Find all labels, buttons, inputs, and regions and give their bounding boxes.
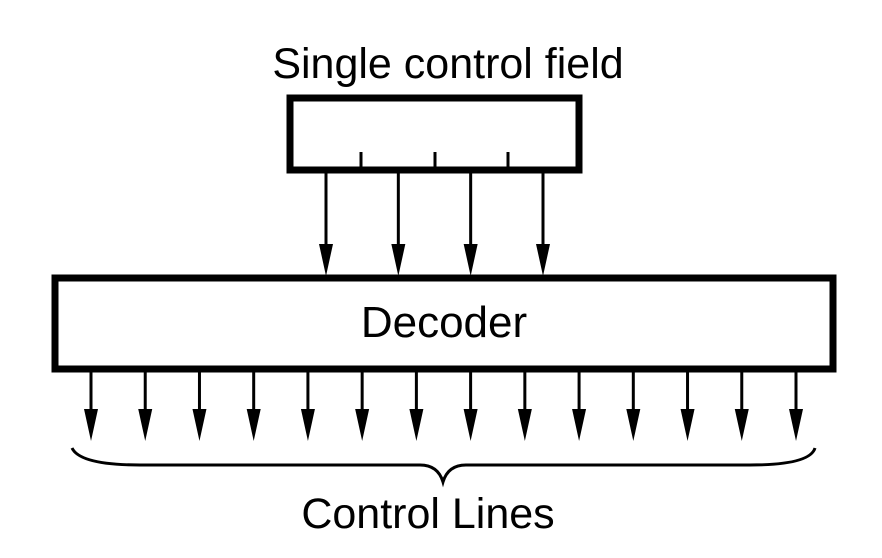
field-to-decoder-arrow bbox=[463, 173, 478, 276]
arrow-head bbox=[84, 409, 98, 441]
arrow-head bbox=[355, 409, 370, 441]
control-line-arrow bbox=[355, 372, 370, 441]
field-to-decoder-arrow bbox=[391, 173, 406, 276]
control-field-box bbox=[286, 94, 583, 174]
control-lines-label: Control Lines bbox=[301, 490, 555, 538]
control-line-arrow bbox=[300, 372, 315, 441]
control-line-arrow bbox=[572, 372, 587, 441]
decoder-label: Decoder bbox=[360, 298, 528, 347]
control-line-arrow bbox=[517, 372, 532, 441]
control-line-arrow bbox=[138, 372, 153, 441]
control-line-arrow bbox=[626, 372, 641, 441]
field-to-decoder-arrow bbox=[319, 173, 333, 276]
arrow-head bbox=[789, 409, 803, 441]
control-line-arrow bbox=[246, 372, 261, 441]
arrow-head bbox=[680, 409, 695, 441]
control-line-arrow bbox=[84, 372, 98, 441]
arrow-head bbox=[626, 409, 641, 441]
control-line-arrow bbox=[409, 372, 424, 441]
arrow-head bbox=[463, 409, 478, 441]
arrow-head bbox=[536, 244, 550, 276]
control-line-arrows bbox=[84, 372, 803, 441]
arrow-head bbox=[319, 244, 333, 276]
arrow-head bbox=[391, 244, 406, 276]
arrow-head bbox=[246, 409, 261, 441]
arrow-head bbox=[572, 409, 587, 441]
control-lines-brace bbox=[70, 447, 817, 488]
control-field-title: Single control field bbox=[272, 40, 624, 88]
control-line-arrow bbox=[789, 372, 803, 441]
arrow-head bbox=[138, 409, 153, 441]
control-line-arrow bbox=[734, 372, 749, 441]
arrow-head bbox=[463, 244, 478, 276]
arrow-head bbox=[192, 409, 207, 441]
field-to-decoder-arrows bbox=[319, 173, 550, 276]
arrow-head bbox=[300, 409, 315, 441]
field-segment-ticks bbox=[359, 152, 510, 168]
field-to-decoder-arrow bbox=[536, 173, 550, 276]
decoder-box bbox=[51, 274, 837, 373]
arrow-head bbox=[517, 409, 532, 441]
arrow-head bbox=[734, 409, 749, 441]
control-line-arrow bbox=[192, 372, 207, 441]
control-line-arrow bbox=[463, 372, 478, 441]
control-line-arrow bbox=[680, 372, 695, 441]
arrow-head bbox=[409, 409, 424, 441]
